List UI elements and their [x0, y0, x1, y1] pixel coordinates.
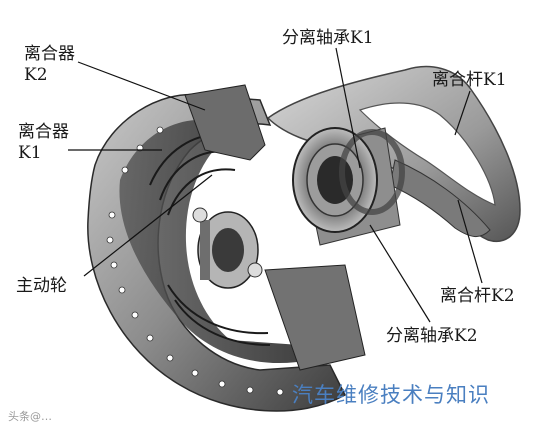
watermark-text: 汽车维修技术与知识 [292, 383, 490, 407]
label-release-lever-k2: 离合杆K2 [440, 286, 515, 306]
release-lever-k1-slot [358, 102, 496, 206]
label-release-bearing-k2: 分离轴承K2 [386, 326, 478, 346]
bolt-holes [106, 126, 284, 396]
leader-lever-k2 [457, 199, 483, 284]
label-drive-wheel: 主动轮 [16, 276, 67, 296]
leader-drive-wheel [83, 174, 213, 277]
label-clutch-k2-line2: K2 [24, 65, 48, 85]
source-mark: 头条@… [8, 410, 52, 423]
release-lever-assembly [266, 65, 521, 242]
label-clutch-k1-line2: K1 [18, 143, 42, 163]
label-release-bearing-k1: 分离轴承K1 [282, 28, 374, 48]
release-bearing-assembly [292, 127, 405, 246]
release-bearing-k2-ring [339, 129, 405, 215]
leader-clutch-k2 [77, 61, 206, 111]
release-lever-k2-shape [389, 159, 491, 237]
leader-bearing-k2 [369, 224, 431, 323]
label-clutch-k1: 离合器 K1 [18, 122, 69, 164]
clutch-pack [87, 84, 366, 412]
label-clutch-k2: 离合器 K2 [24, 44, 75, 86]
leader-lines [68, 47, 483, 323]
leader-bearing-k1 [335, 47, 361, 169]
leader-lever-k1 [454, 90, 471, 136]
drive-wheel-hub [192, 207, 263, 289]
label-clutch-k2-line1: 离合器 [24, 44, 75, 64]
label-clutch-k1-line1: 离合器 [18, 122, 69, 142]
label-release-lever-k1: 离合杆K1 [432, 70, 507, 90]
